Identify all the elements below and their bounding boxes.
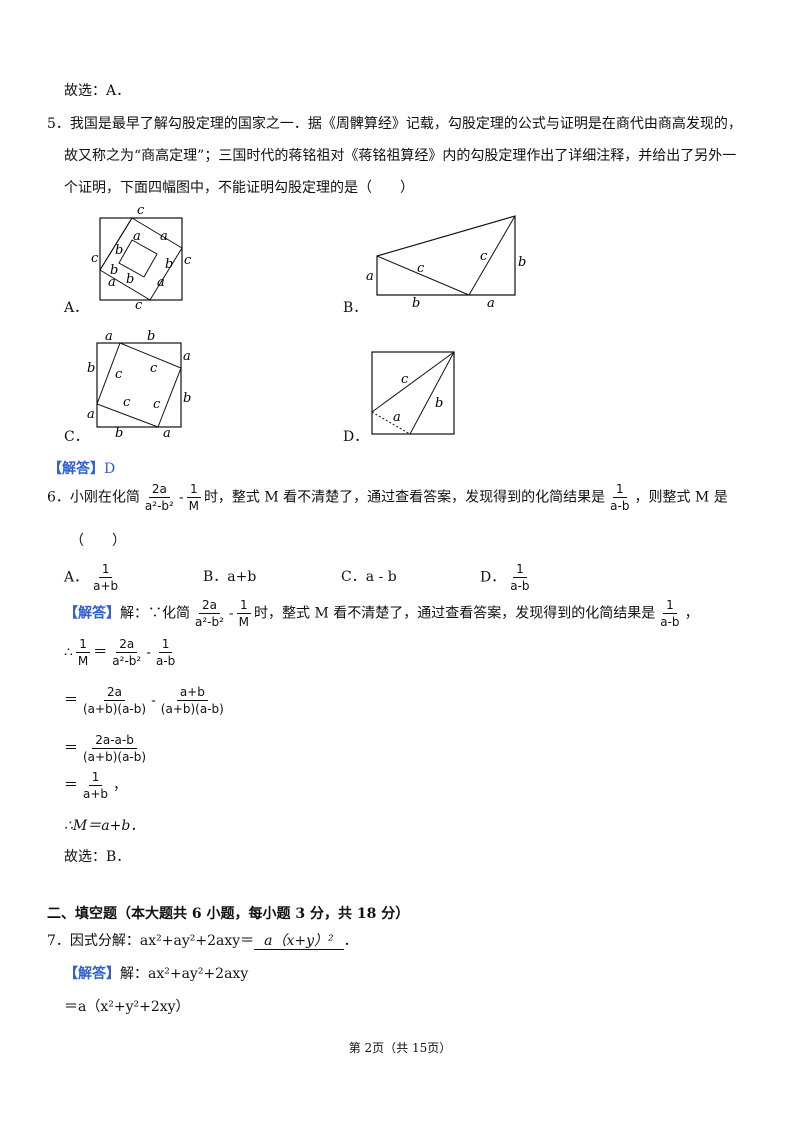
q6-option-c: C．a - b — [341, 569, 397, 585]
svg-text:a: a — [487, 296, 495, 310]
svg-text:c: c — [137, 203, 145, 218]
svg-text:a: a — [366, 269, 374, 284]
svg-text:a: a — [393, 410, 401, 425]
svg-text:c: c — [150, 361, 158, 376]
svg-text:b: b — [126, 272, 134, 287]
q6-final: 故选：B． — [64, 849, 131, 865]
answer-blank: a（x+y）² — [254, 933, 344, 950]
svg-text:b: b — [183, 391, 191, 406]
fraction: 2a(a+b)(a-b) — [83, 685, 147, 716]
svg-text:c: c — [115, 367, 123, 382]
svg-text:c: c — [153, 397, 161, 412]
svg-text:a: a — [183, 349, 191, 364]
svg-text:a: a — [133, 229, 141, 244]
q5-option-b: B． — [343, 300, 368, 316]
svg-text:c: c — [91, 251, 99, 266]
q6-step3: ＝2a-a-b(a+b)(a-b) — [64, 733, 151, 764]
svg-text:b: b — [87, 361, 95, 376]
q6-conclusion: ∴M＝a+b． — [64, 818, 145, 834]
q5-answer: 【解答】D — [48, 458, 115, 478]
svg-text:b: b — [435, 396, 443, 411]
svg-text:c: c — [135, 298, 143, 312]
section-title: 二、填空题（本大题共 6 小题，每小题 3 分，共 18 分） — [47, 906, 410, 922]
svg-text:b: b — [412, 296, 420, 310]
svg-text:b: b — [147, 330, 155, 344]
fraction: a+b(a+b)(a-b) — [160, 685, 224, 716]
svg-text:b: b — [165, 257, 173, 272]
svg-text:a: a — [163, 426, 171, 440]
q5-line3: 个证明，下面四幅图中，不能证明勾股定理的是（ ） — [64, 180, 414, 196]
svg-text:c: c — [123, 395, 131, 410]
q6-prefix: 6．小刚在化简 — [47, 489, 140, 506]
q7-question: 7．因式分解：ax²+ay²+2axy＝a（x+y）²． — [47, 933, 358, 950]
fraction: 2a-a-b(a+b)(a-b) — [83, 733, 147, 764]
svg-text:c: c — [401, 372, 409, 387]
q5-option-a: A． — [64, 300, 89, 316]
q6-step2: ＝2a(a+b)(a-b)-a+b(a+b)(a-b) — [64, 685, 229, 716]
svg-text:a: a — [157, 275, 165, 290]
svg-text:c: c — [480, 249, 488, 264]
svg-text:b: b — [115, 426, 123, 440]
answer-value: D — [104, 461, 116, 477]
page-footer: 第 2页（共 15页） — [348, 1041, 452, 1055]
q5-line1: 5．我国是最早了解勾股定理的国家之一．据《周髀算经》记载，勾股定理的公式与证明是… — [47, 116, 742, 132]
svg-text:a: a — [105, 330, 113, 344]
prev-answer: 故选：A． — [64, 83, 131, 99]
figure-d: c b a — [371, 351, 455, 435]
answer-tag: 【解答】 — [48, 461, 104, 477]
solution-tag: 【解答】 — [64, 966, 120, 982]
svg-text:c: c — [417, 261, 425, 276]
q5-line2: 故又称之为“商高定理”；三国时代的蒋铭祖对《蒋铭祖算经》内的勾股定理作出了详细注… — [64, 148, 737, 164]
q6-paren: （ ） — [70, 533, 126, 549]
svg-text:c: c — [184, 253, 192, 268]
q5-option-c: C． — [64, 429, 89, 445]
q5-option-d: D． — [343, 429, 369, 445]
figure-b: a c c b b a — [366, 215, 526, 310]
q7-solution: 【解答】解：ax²+ay²+2axy — [64, 966, 249, 982]
svg-text:a: a — [108, 275, 116, 290]
q7-step: ＝a（x²+y²+2xy） — [64, 999, 190, 1015]
svg-text:b: b — [115, 243, 123, 258]
svg-text:b: b — [110, 263, 118, 278]
solution-tag: 【解答】 — [64, 605, 120, 622]
svg-text:a: a — [160, 229, 168, 244]
q6-option-b: B．a+b — [203, 569, 257, 585]
svg-text:b: b — [518, 255, 526, 270]
svg-text:a: a — [87, 407, 95, 422]
